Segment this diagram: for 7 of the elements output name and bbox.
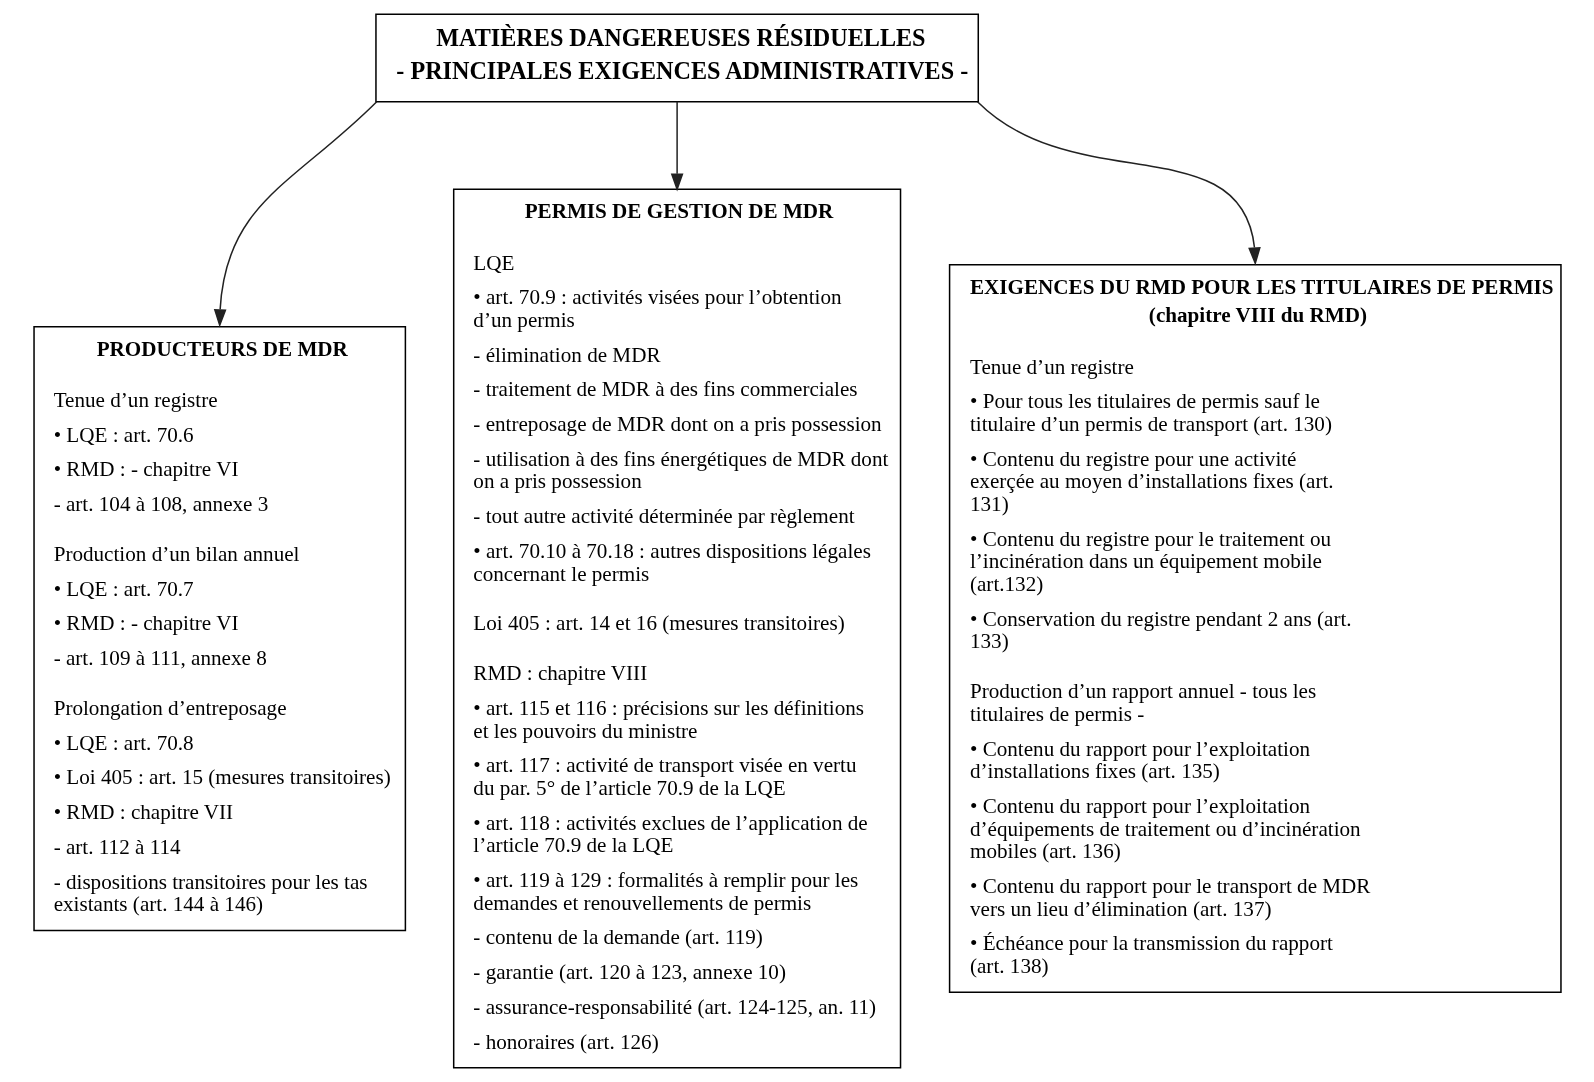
node-box: MATIÈRES DANGEREUSES RÉSIDUELLES - PRINCIPALES EXIGENCES ADMINISTRATIVES - — [374, 13, 979, 103]
node-box: EXIGENCES DU RMD POUR LES TITULAIRES DE PERMIS (chapitre VIII du RMD) Tenue d’un registre • Pour tous les titulaires de permis sauf le titulaire d’un permis de transport (art. 130) • Contenu du registre pour une activité exerçée au moyen d’installations fixes (art. 131) • Contenu du registre pour le traitement ou l’incinération dans un équipement mobile (art.132) • Conservation du registre pendant 2 ans (art. 133) Production d’un rapport annuel - tous les titulaires de permis - • Contenu du rapport pour l’exploitation d’installations fixes (art. 135) • Contenu du rapport pour l’exploitation d’équipements de traitement ou d’incinération mobiles (art. 136) • Contenu du rapport pour le transport de MDR vers un lieu d’élimination (art. 137) • Échéance pour la transmission du rapport (art. 138) — [948, 264, 1562, 994]
arrow — [976, 100, 1261, 266]
node-box: PRODUCTEURS DE MDR Tenue d’un registre • LQE : art. 70.6 • RMD : - chapitre VI - art. 104 à 108, annexe 3 Production d’un bilan annuel • LQE : art. 70.7 • RMD : - chapitre VI - art. 109 à 111, annexe 8 Prolongation d’entreposage • LQE : art. 70.8 • Loi 405 : art. 15 (mesures transitoires) • RMD : chapitre VII - art. 112 à 114 - dispositions transitoires pour les tas existants (art. 144 à 146) — [32, 325, 406, 932]
arrow — [670, 100, 683, 192]
arrow — [213, 100, 377, 328]
node-box: PERMIS DE GESTION DE MDR LQE • art. 70.9 : activités visées pour l’obtention d’un permis - élimination de MDR - traitement de MDR à des fins commerciales - entreposage de MDR dont on a pris possession - utilisation à des fins énergétiques de MDR dont on a pris possession - tout autre activité déterminée par règlement • art. 70.10 à 70.18 : autres dispositions légales concernant le permis Loi 405 : art. 14 et 16 (mesures transitoires) RMD : chapitre VIII • art. 115 et 116 : précisions sur les définitions et les pouvoirs du ministre • art. 117 : activité de transport visée en vertu du par. 5° de l’article 70.9 de la LQE • art. 118 : activités exclues de l’application de l’article 70.9 de la LQE • art. 119 à 129 : formalités à remplir pour les demandes et renouvellements de permis - contenu de la demande (art. 119) - garantie (art. 120 à 123, annexe 10) - assurance-responsabilité (art. 124-125, an. 11) - honoraires (art. 126) — [452, 188, 901, 1069]
